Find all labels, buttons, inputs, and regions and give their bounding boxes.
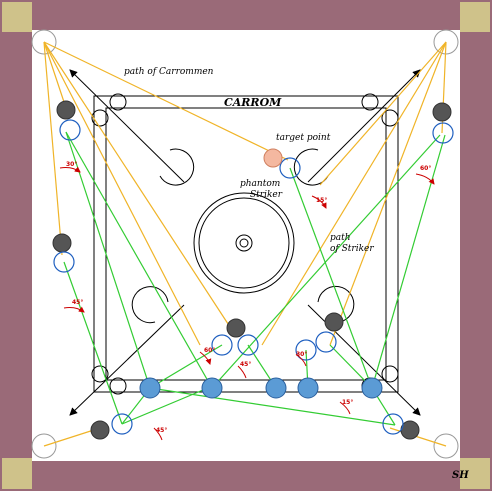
corner-wedge-top-right <box>460 2 490 32</box>
path-striker-label-line2: of Striker <box>330 244 374 254</box>
carrom-man <box>324 312 344 332</box>
diagonal-arrow-bl <box>69 304 185 416</box>
angle-label: 60° <box>204 347 215 354</box>
striker <box>361 377 383 399</box>
angle-label: 30° <box>296 351 307 358</box>
phantom-striker-ring <box>59 119 81 141</box>
phantom-striker-label: phantom Striker <box>240 179 283 200</box>
phantom-striker-label-line2: Striker <box>250 190 283 200</box>
diagonal-arrow-tl <box>69 69 185 183</box>
phantom-striker-ring <box>111 413 133 435</box>
carrom-man <box>226 318 246 338</box>
carrom-man <box>52 233 72 253</box>
outer-base-square <box>93 95 399 393</box>
phantom-striker-ring <box>432 122 454 144</box>
base-circle-tr-v <box>381 109 399 127</box>
diagonal-arrow-tr <box>307 69 421 183</box>
phantom-striker-ring <box>295 339 317 361</box>
carrom-man <box>400 420 420 440</box>
angle-label: 30° <box>66 161 77 168</box>
phantom-striker-label-line1: phantom <box>240 179 280 189</box>
path-striker-label: path of Striker <box>330 233 374 254</box>
base-circle-br-v <box>381 365 399 383</box>
curl-arc-tl <box>159 148 195 186</box>
carrom-man <box>90 420 110 440</box>
phantom-striker-ring <box>279 157 301 179</box>
carrom-men <box>52 100 452 440</box>
outer-center-circle <box>193 192 295 294</box>
board-markings <box>69 69 421 416</box>
author-signature: SH <box>452 470 469 481</box>
center-spot <box>235 234 253 252</box>
center-dot <box>239 238 249 248</box>
corner-wedge-bottom-right <box>460 458 490 489</box>
striker <box>139 377 161 399</box>
path-striker-label-line1: path <box>330 233 351 243</box>
phantom-striker-ring <box>53 251 75 273</box>
corner-wedge-bottom-left <box>2 458 32 489</box>
curl-arc-tr <box>293 148 329 186</box>
base-circle-tr-h <box>361 93 379 111</box>
angle-markers <box>59 166 435 441</box>
curl-arc-bl <box>131 286 169 324</box>
carrom-man <box>432 102 452 122</box>
phantom-striker-ring <box>315 331 337 353</box>
angle-label: 15° <box>316 197 327 204</box>
angle-mark-labels: 30° 45° 60° 15° 60° 45° 30° 15° 45° <box>66 161 431 434</box>
target-point <box>263 148 283 168</box>
corner-wedge-top-left <box>2 2 32 32</box>
base-circle-bl-v <box>91 365 109 383</box>
angle-label: 45° <box>72 299 83 306</box>
curl-arc-br <box>317 285 355 323</box>
angle-label: 45° <box>240 361 251 368</box>
base-circle-bl-h <box>109 377 127 395</box>
phantom-striker-ring <box>382 413 404 435</box>
angle-label: 15° <box>342 399 353 406</box>
target-point-label: target point <box>276 133 331 143</box>
striker-paths <box>63 131 446 426</box>
striker <box>265 377 287 399</box>
angle-label: 60° <box>420 165 431 172</box>
phantom-strikers <box>53 119 454 435</box>
base-circle-tl-h <box>109 93 127 111</box>
inner-center-circle <box>198 197 290 289</box>
striker <box>297 377 319 399</box>
strikers-on-baseline <box>139 377 383 399</box>
path-carrommen-label: path of Carrommen <box>124 67 214 77</box>
inner-base-square <box>105 107 387 381</box>
phantom-striker-ring <box>237 334 259 356</box>
angle-label: 45° <box>156 427 167 434</box>
board-title: CARROM <box>224 96 282 109</box>
carrom-man <box>56 100 76 120</box>
base-circle-tl-v <box>91 109 109 127</box>
striker <box>201 377 223 399</box>
phantom-striker-ring <box>211 334 233 356</box>
